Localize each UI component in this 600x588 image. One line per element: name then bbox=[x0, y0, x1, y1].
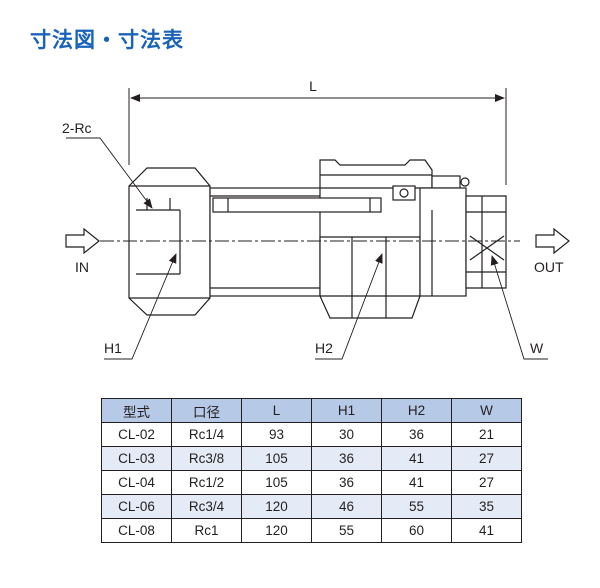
table-cell: Rc3/8 bbox=[171, 446, 242, 471]
table-row: CL-02 Rc1/4 93 30 36 21 bbox=[101, 422, 522, 447]
table-cell: CL-02 bbox=[101, 422, 172, 447]
table-cell: 36 bbox=[311, 446, 382, 471]
table-cell: 105 bbox=[241, 446, 312, 471]
table-cell: Rc1 bbox=[171, 518, 242, 543]
table-cell: 41 bbox=[451, 518, 522, 543]
h1-label: H1 bbox=[104, 340, 122, 356]
spec-table: 型式 口径 L H1 H2 W CL-02 Rc1/4 93 30 36 21 … bbox=[101, 398, 522, 543]
table-cell: 27 bbox=[451, 446, 522, 471]
table-cell: CL-04 bbox=[101, 470, 172, 495]
table-cell: 36 bbox=[381, 422, 452, 447]
table-cell: Rc3/4 bbox=[171, 494, 242, 519]
table-cell: 120 bbox=[241, 518, 312, 543]
table-row: CL-08 Rc1 120 55 60 41 bbox=[101, 518, 522, 543]
w-label: W bbox=[530, 340, 544, 356]
table-cell: 30 bbox=[311, 422, 382, 447]
length-dimension: L bbox=[128, 78, 507, 185]
outlet-label: OUT bbox=[534, 259, 564, 275]
outlet-arrow-icon bbox=[535, 227, 570, 255]
coupling-body bbox=[128, 159, 507, 319]
table-cell: 36 bbox=[311, 470, 382, 495]
table-row: CL-04 Rc1/2 105 36 41 27 bbox=[101, 470, 522, 495]
table-cell: 55 bbox=[311, 518, 382, 543]
table-cell: CL-06 bbox=[101, 494, 172, 519]
table-row: CL-03 Rc3/8 105 36 41 27 bbox=[101, 446, 522, 471]
table-cell: Rc1/2 bbox=[171, 470, 242, 495]
table-cell: 60 bbox=[381, 518, 452, 543]
table-cell: 120 bbox=[241, 494, 312, 519]
column-header: 口径 bbox=[171, 398, 242, 423]
table-cell: CL-08 bbox=[101, 518, 172, 543]
h2-label: H2 bbox=[315, 340, 333, 356]
table-cell: Rc1/4 bbox=[171, 422, 242, 447]
table-cell: 35 bbox=[451, 494, 522, 519]
inlet-arrow-icon bbox=[65, 227, 100, 255]
column-header: H2 bbox=[381, 398, 452, 423]
rc-label: 2-Rc bbox=[62, 120, 92, 136]
table-header-row: 型式 口径 L H1 H2 W bbox=[101, 398, 522, 423]
table-cell: CL-03 bbox=[101, 446, 172, 471]
table-cell: 93 bbox=[241, 422, 312, 447]
table-cell: 41 bbox=[381, 470, 452, 495]
table-row: CL-06 Rc3/4 120 46 55 35 bbox=[101, 494, 522, 519]
column-header: W bbox=[451, 398, 522, 423]
inlet-label: IN bbox=[75, 259, 89, 275]
h1-callout: H1 bbox=[104, 253, 177, 360]
column-header: L bbox=[241, 398, 312, 423]
table-cell: 41 bbox=[381, 446, 452, 471]
column-header: H1 bbox=[311, 398, 382, 423]
w-callout: W bbox=[490, 255, 548, 360]
length-label: L bbox=[309, 78, 317, 94]
column-header: 型式 bbox=[101, 398, 172, 423]
table-cell: 21 bbox=[451, 422, 522, 447]
table-cell: 105 bbox=[241, 470, 312, 495]
table-cell: 46 bbox=[311, 494, 382, 519]
h2-callout: H2 bbox=[315, 253, 383, 360]
dimension-drawing: L bbox=[62, 78, 570, 360]
table-cell: 55 bbox=[381, 494, 452, 519]
page-title: 寸法図・寸法表 bbox=[30, 28, 184, 52]
table-cell: 27 bbox=[451, 470, 522, 495]
rc-callout: 2-Rc bbox=[62, 120, 153, 209]
